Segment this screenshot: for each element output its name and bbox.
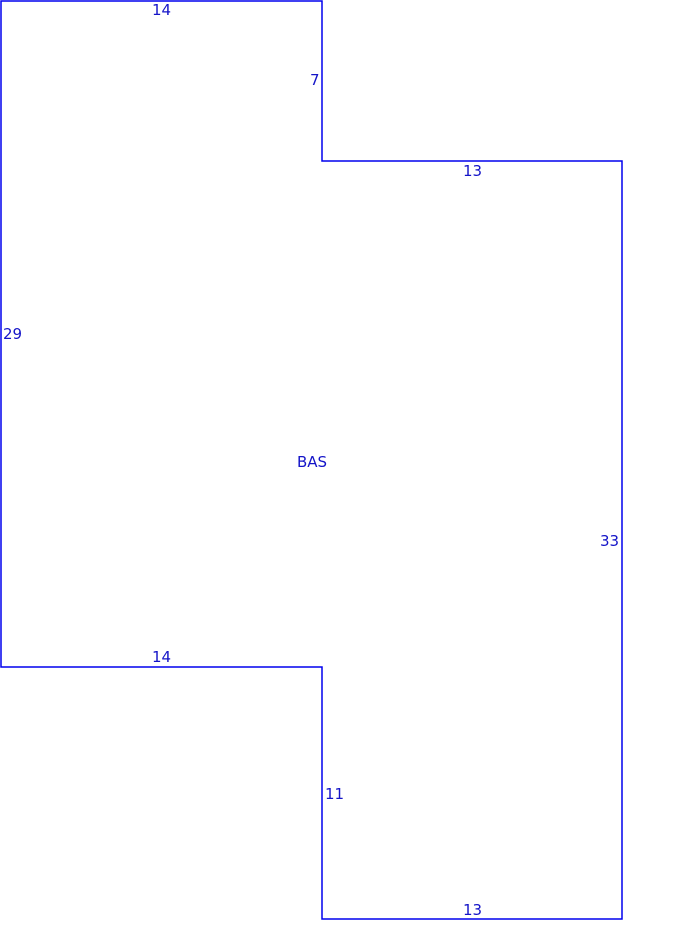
dim-lower-step-depth: 11 (325, 785, 345, 803)
dim-right-height: 33 (600, 532, 620, 550)
dim-upper-step-depth: 7 (310, 71, 320, 89)
bas-outline (0, 0, 623, 920)
dim-bottom-width: 13 (463, 901, 483, 919)
area-label-bas: BAS (297, 453, 328, 471)
dim-left-height: 29 (3, 325, 23, 343)
dim-upper-right-width: 13 (463, 162, 483, 180)
dim-top-left-width: 14 (152, 1, 172, 19)
dim-lower-left-width: 14 (152, 648, 172, 666)
